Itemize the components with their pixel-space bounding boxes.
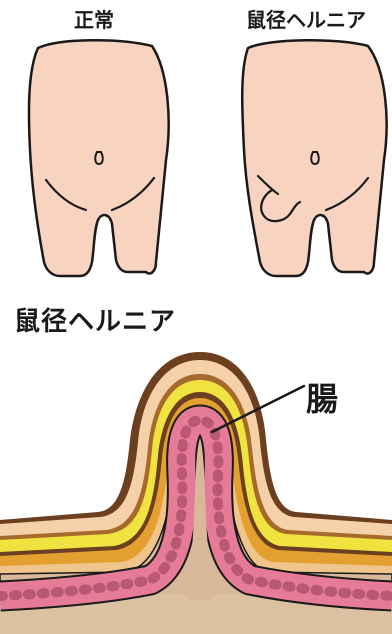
- hernia-body-figure: [242, 40, 386, 276]
- hernia-torso: [242, 40, 386, 276]
- hernia-cross-section: [0, 352, 392, 634]
- normal-body-figure: [29, 40, 169, 276]
- normal-torso: [29, 40, 169, 276]
